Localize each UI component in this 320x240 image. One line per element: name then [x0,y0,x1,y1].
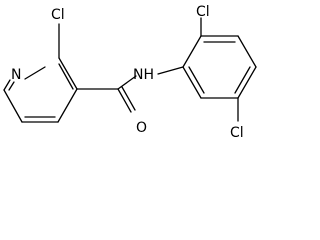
bond-nh-aryl [157,66,184,75]
atom-label-n-pyridine: N [11,67,21,83]
bond-c3-c4 [57,88,78,123]
atom-label-nh-amide: NH [133,67,154,83]
bond-a6-a1 [182,66,202,99]
structure-canvas: Cl N NH O Cl Cl [3,4,257,141]
bond-n-c2 [24,66,46,80]
double-bond-a4-a5 [234,66,251,94]
atom-label-cl-pyridine: Cl [51,7,65,23]
pyridine-ring [3,57,78,123]
bond-c5-c6 [3,89,23,123]
atom-label-o-carbonyl: O [136,120,147,136]
bond-c6-n [3,79,11,91]
double-bond-c2-c3 [58,63,74,90]
bond-a4-a5 [237,66,257,99]
double-bond-c6-n [8,81,15,91]
atom-label-cl-ortho: Cl [196,4,210,20]
double-bond-a6-a1 [188,66,205,94]
atom-label-cl-meta: Cl [230,125,244,141]
bond-carbonyl-nh [117,75,137,90]
bond-carbonyl-o [117,88,132,113]
molecule-drawing: Cl N NH O Cl Cl [3,4,257,141]
bond-a3-a4 [237,35,257,68]
dichlorophenyl-ring [182,35,257,99]
bond-a1-a2 [182,35,202,68]
double-bond-carbonyl-o [121,86,136,111]
bond-c2-c3 [58,57,78,90]
